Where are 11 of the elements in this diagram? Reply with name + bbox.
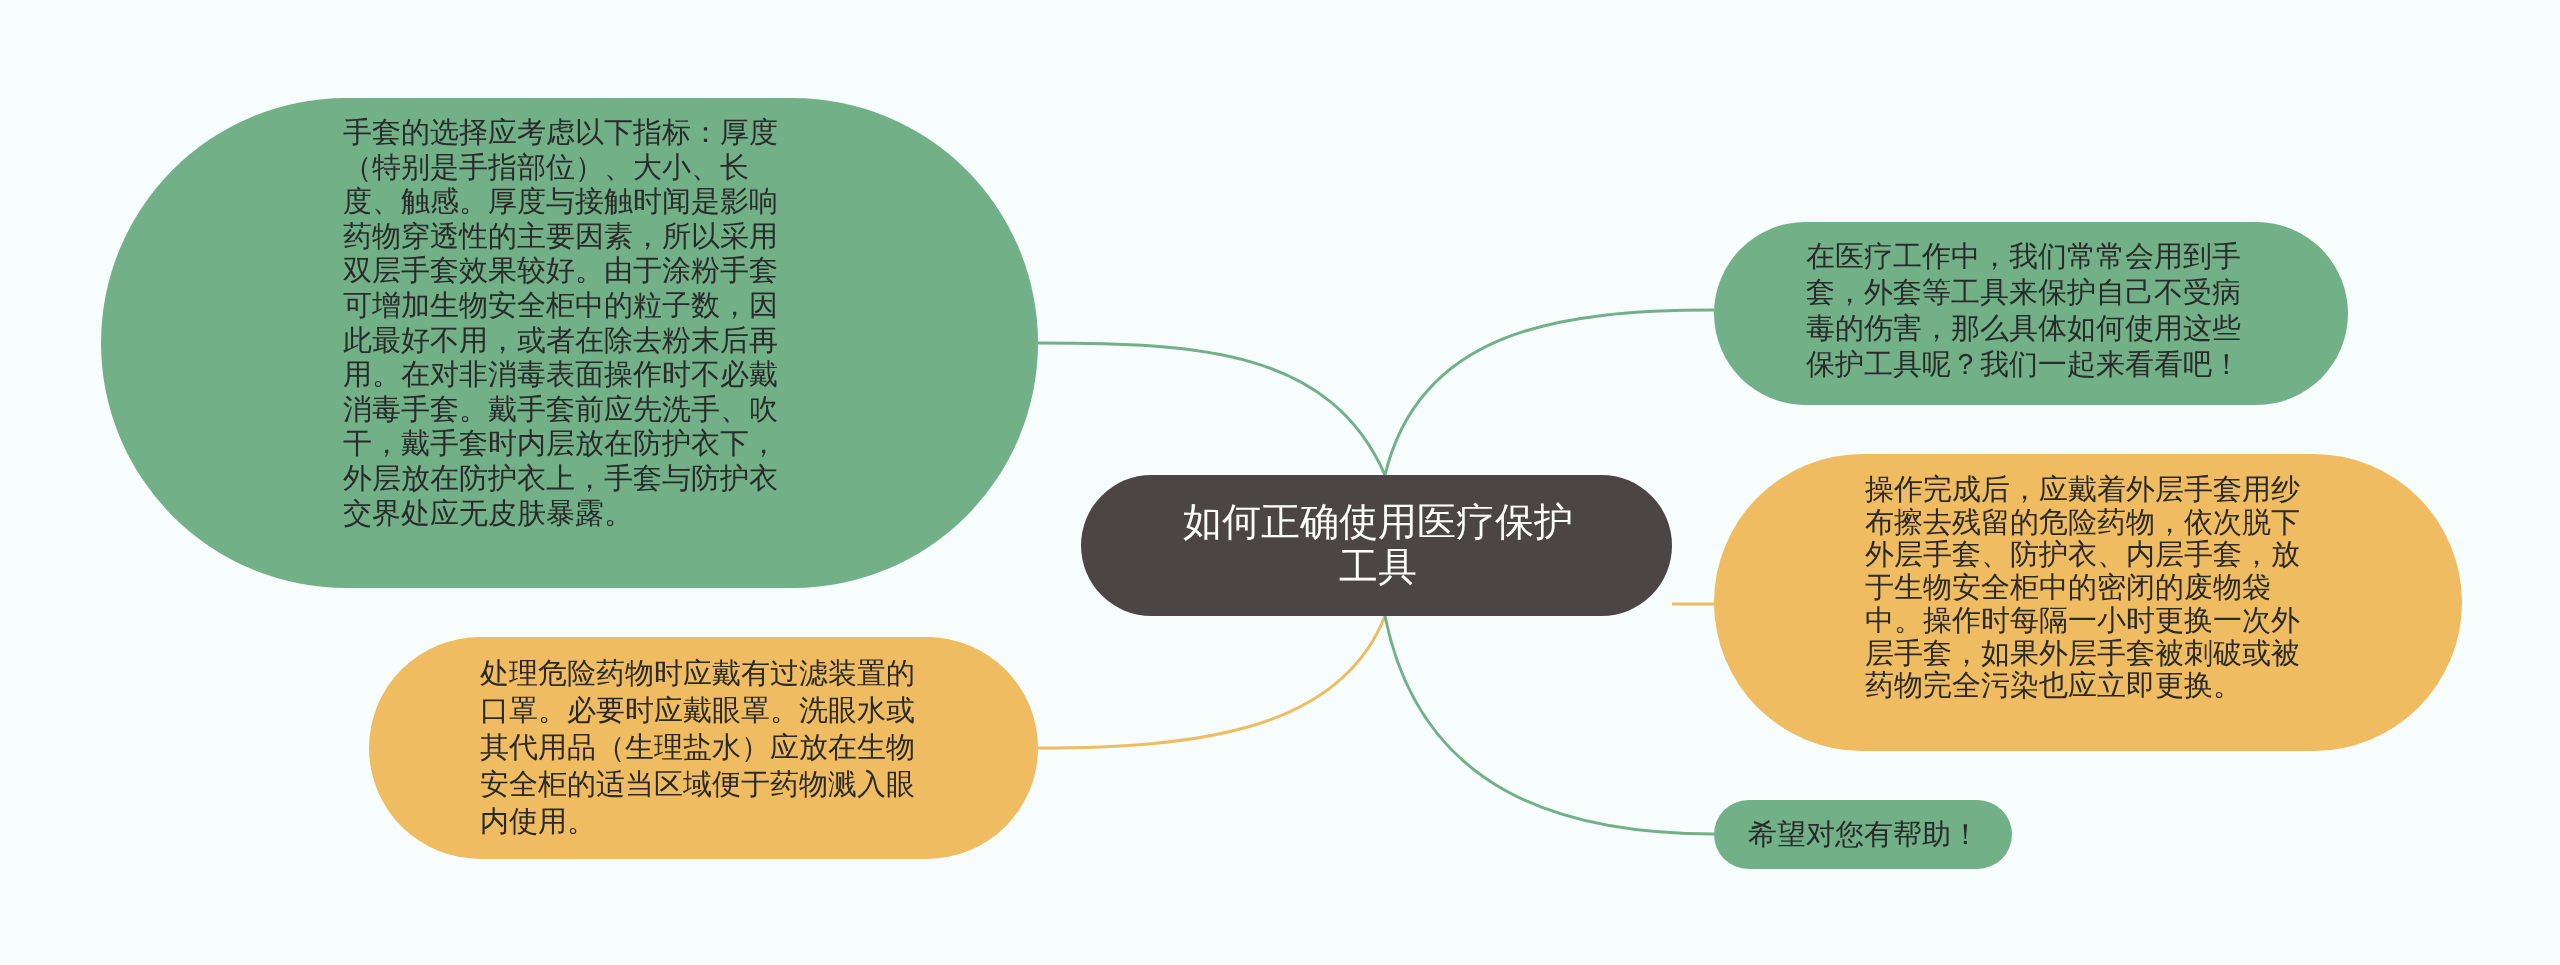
connector-line [1383, 308, 1714, 476]
topic-text: 处理危险药物时应戴有过滤装置的口罩。必要时应戴眼罩。洗眼水或其代用品（生理盐水）应放在生物安全柜的适当区域便于药物溅入眼内使用。 [480, 655, 916, 840]
connector-line [1038, 615, 1387, 750]
connector-line [1383, 615, 1715, 836]
topic-text: 操作完成后，应戴着外层手套用纱布擦去残留的危险药物，依次脱下外层手套、防护衣、内层手套，放于生物安全柜中的密闭的废物袋中。操作时每隔一小时更换一次外层手套，如果外层手套被刺破或被药物完全污染也应立即更换。 [1865, 473, 2301, 702]
connector-line [1672, 602, 1714, 606]
topic-text: 手套的选择应考虑以下指标：厚度（特别是手指部位）、大小、长度、触感。厚度与接触时闻是影响药物穿透性的主要因素，所以采用双层手套效果较好。由于涂粉手套可增加生物安全柜中的粒子数，因此最好不用，或者在除去粉末后再用。在对非消毒表面操作时不必戴消毒手套。戴手套前应先洗手、吹干，戴手套时内层放在防护衣下，外层放在防护衣上，手套与防护衣交界处应无皮肤暴露。 [343, 115, 779, 531]
connector-line [1038, 341, 1387, 476]
topic-text: 在医疗工作中，我们常常会用到手套，外套等工具来保护自己不受病毒的伤害，那么具体如何使用这些保护工具呢？我们一起来看看吧！ [1806, 238, 2242, 382]
topic-text: 希望对您有帮助！ [1748, 817, 1981, 852]
topic-title: 如何正确使用医疗保护工具 [1181, 499, 1574, 589]
